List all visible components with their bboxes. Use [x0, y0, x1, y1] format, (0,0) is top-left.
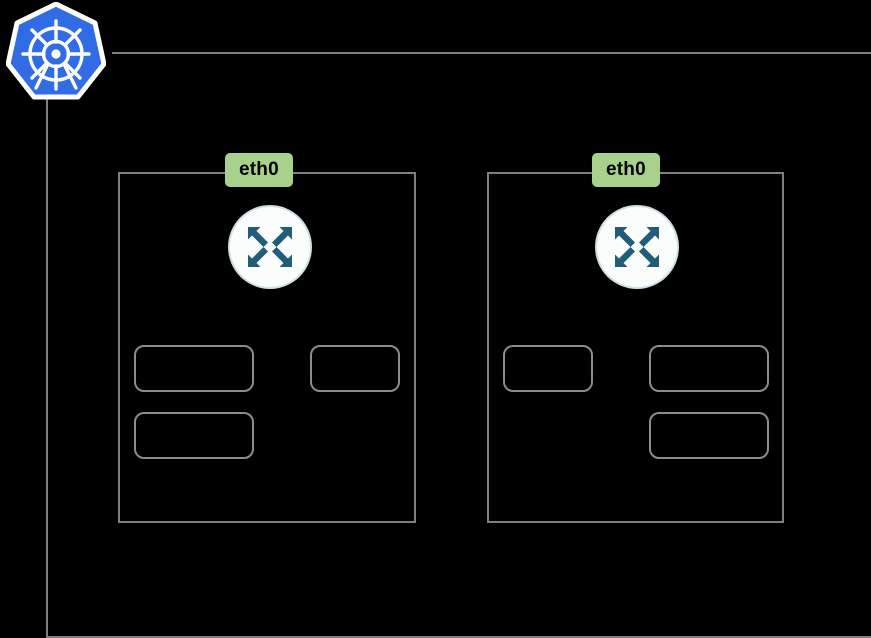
- pod-box[interactable]: [134, 345, 254, 392]
- pod-box[interactable]: [310, 345, 400, 392]
- interface-label-text: eth0: [239, 159, 279, 180]
- cluster-boundary-top-line: [112, 52, 871, 54]
- interface-label-text: eth0: [606, 159, 646, 180]
- interface-label-eth0[interactable]: eth0: [225, 153, 293, 187]
- kubernetes-logo-icon: [5, 1, 107, 108]
- pod-box[interactable]: [649, 345, 769, 392]
- interface-label-eth0[interactable]: eth0: [592, 153, 660, 187]
- pod-box[interactable]: [503, 345, 593, 392]
- router-icon[interactable]: [230, 207, 310, 287]
- pod-box[interactable]: [649, 412, 769, 459]
- cluster-boundary-bottom-line: [46, 636, 871, 638]
- router-icon[interactable]: [597, 207, 677, 287]
- pod-box[interactable]: [134, 412, 254, 459]
- cluster-boundary-left-line: [46, 95, 48, 638]
